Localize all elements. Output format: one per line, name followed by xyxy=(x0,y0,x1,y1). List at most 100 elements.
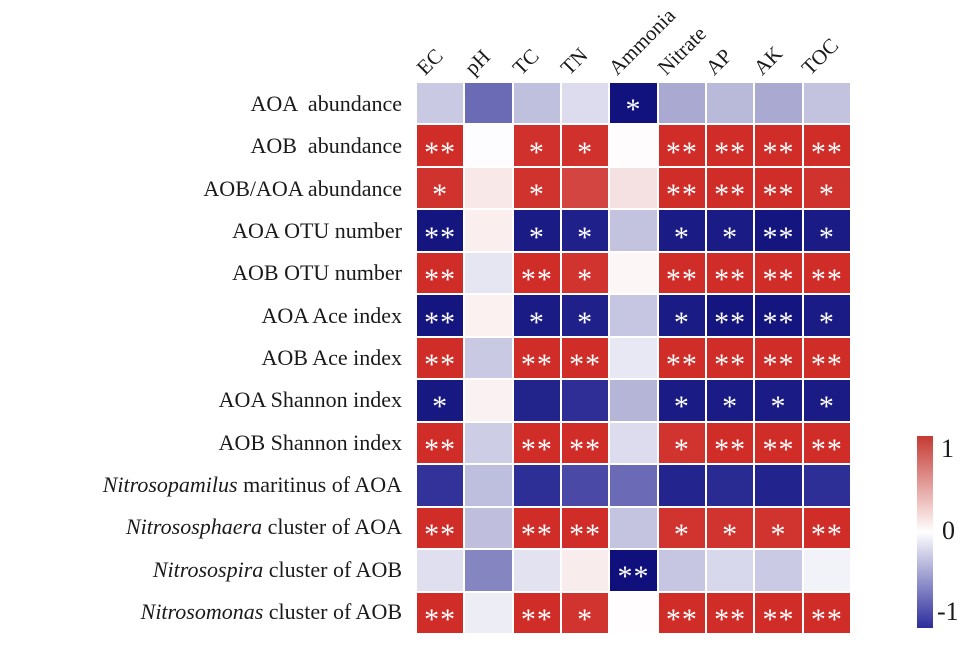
heatmap-cell xyxy=(465,422,512,464)
heatmap-cell xyxy=(610,252,657,294)
row-label-genus: Nitrososphaera xyxy=(125,514,263,540)
heatmap-cell xyxy=(417,465,464,506)
heatmap-cell xyxy=(610,592,657,633)
heatmap-cell: * xyxy=(658,422,705,464)
heatmap-cell xyxy=(465,380,512,421)
heatmap-cell: * xyxy=(561,592,609,633)
heatmap-cell: ** xyxy=(755,210,802,251)
heatmap-cell: ** xyxy=(755,422,802,464)
heatmap-cell: ** xyxy=(755,252,802,294)
heatmap-cell: ** xyxy=(417,422,464,464)
heatmap-cell xyxy=(465,167,512,209)
heatmap-cell xyxy=(755,550,802,591)
heatmap-cell: * xyxy=(658,295,705,336)
heatmap-cell: ** xyxy=(513,252,560,294)
colorbar-gradient xyxy=(917,436,933,628)
column-header: AK xyxy=(748,41,787,80)
heatmap-cell xyxy=(465,592,512,633)
heatmap-cell: ** xyxy=(513,337,560,379)
row-label: AOA Shannon index xyxy=(218,387,402,413)
heatmap-cell xyxy=(755,83,802,124)
heatmap-cell: * xyxy=(755,507,802,549)
heatmap-cell: * xyxy=(706,507,754,549)
row-label: AOB abundance xyxy=(250,133,402,159)
heatmap-cell: ** xyxy=(561,507,609,549)
heatmap-cell xyxy=(513,83,560,124)
heatmap-cell xyxy=(706,550,754,591)
column-header: AP xyxy=(700,43,737,80)
heatmap-cell: ** xyxy=(803,592,850,633)
row-label: AOB OTU number xyxy=(232,260,402,286)
heatmap-cell: ** xyxy=(610,550,657,591)
heatmap-cell xyxy=(513,550,560,591)
heatmap-cell: * xyxy=(417,380,464,421)
row-label: Nitrososphaera cluster of AOA xyxy=(125,514,402,540)
row-label: AOB/AOA abundance xyxy=(203,175,402,201)
heatmap-cell: ** xyxy=(417,125,464,166)
heatmap-cell xyxy=(561,465,609,506)
heatmap-cell xyxy=(561,380,609,421)
heatmap-cell xyxy=(610,507,657,549)
heatmap-grid: ****************************************… xyxy=(417,83,850,633)
heatmap-cell: ** xyxy=(513,592,560,633)
heatmap-cell: ** xyxy=(755,295,802,336)
column-header: TOC xyxy=(796,33,844,80)
heatmap-cell xyxy=(610,167,657,209)
heatmap-cell xyxy=(465,465,512,506)
heatmap-cell: * xyxy=(658,210,705,251)
row-label: AOB Ace index xyxy=(261,344,402,370)
heatmap-cell: ** xyxy=(803,337,850,379)
heatmap-cell: ** xyxy=(658,592,705,633)
heatmap-cell: ** xyxy=(803,252,850,294)
heatmap-cell xyxy=(417,83,464,124)
heatmap-cell xyxy=(658,550,705,591)
heatmap-cell xyxy=(465,252,512,294)
row-label: Nitrosospira cluster of AOB xyxy=(152,556,402,582)
heatmap-cell: ** xyxy=(706,167,754,209)
row-label-genus: Nitrosomonas xyxy=(140,598,264,624)
heatmap-cell: * xyxy=(706,380,754,421)
heatmap-cell: ** xyxy=(755,337,802,379)
heatmap-cell: ** xyxy=(658,337,705,379)
column-header: pH xyxy=(459,44,495,80)
heatmap-cell: ** xyxy=(513,422,560,464)
colorbar-label-max: 1 xyxy=(941,434,954,463)
heatmap-cell xyxy=(706,83,754,124)
row-label: AOA Ace index xyxy=(261,302,402,328)
row-label: Nitrosomonas cluster of AOB xyxy=(140,598,402,624)
row-label: AOA OTU number xyxy=(232,218,402,244)
column-header: TN xyxy=(556,42,593,80)
heatmap-cell: ** xyxy=(417,295,464,336)
heatmap-cell: * xyxy=(513,210,560,251)
heatmap-cell: ** xyxy=(658,252,705,294)
heatmap-cell: ** xyxy=(417,210,464,251)
heatmap-cell xyxy=(610,125,657,166)
heatmap-cell: * xyxy=(561,210,609,251)
heatmap-cell xyxy=(610,295,657,336)
heatmap-cell xyxy=(658,83,705,124)
heatmap-cell xyxy=(610,380,657,421)
heatmap-cell: ** xyxy=(803,422,850,464)
heatmap-cell xyxy=(465,125,512,166)
heatmap-cell: ** xyxy=(706,252,754,294)
heatmap-cell xyxy=(706,465,754,506)
colorbar-label-mid: 0 xyxy=(942,516,955,545)
heatmap-cell: * xyxy=(755,380,802,421)
heatmap-cell: ** xyxy=(803,125,850,166)
heatmap-cell: ** xyxy=(561,422,609,464)
heatmap-cell: ** xyxy=(561,337,609,379)
heatmap-cell: * xyxy=(610,83,657,124)
heatmap-cell: * xyxy=(803,167,850,209)
heatmap-cell: * xyxy=(513,125,560,166)
heatmap-cell xyxy=(803,550,850,591)
heatmap-cell: ** xyxy=(417,252,464,294)
heatmap-cell xyxy=(610,210,657,251)
heatmap-cell xyxy=(658,465,705,506)
heatmap-cell: ** xyxy=(658,125,705,166)
heatmap-cell xyxy=(513,380,560,421)
heatmap-cell: * xyxy=(658,380,705,421)
heatmap-cell xyxy=(803,83,850,124)
heatmap-cell: ** xyxy=(417,592,464,633)
